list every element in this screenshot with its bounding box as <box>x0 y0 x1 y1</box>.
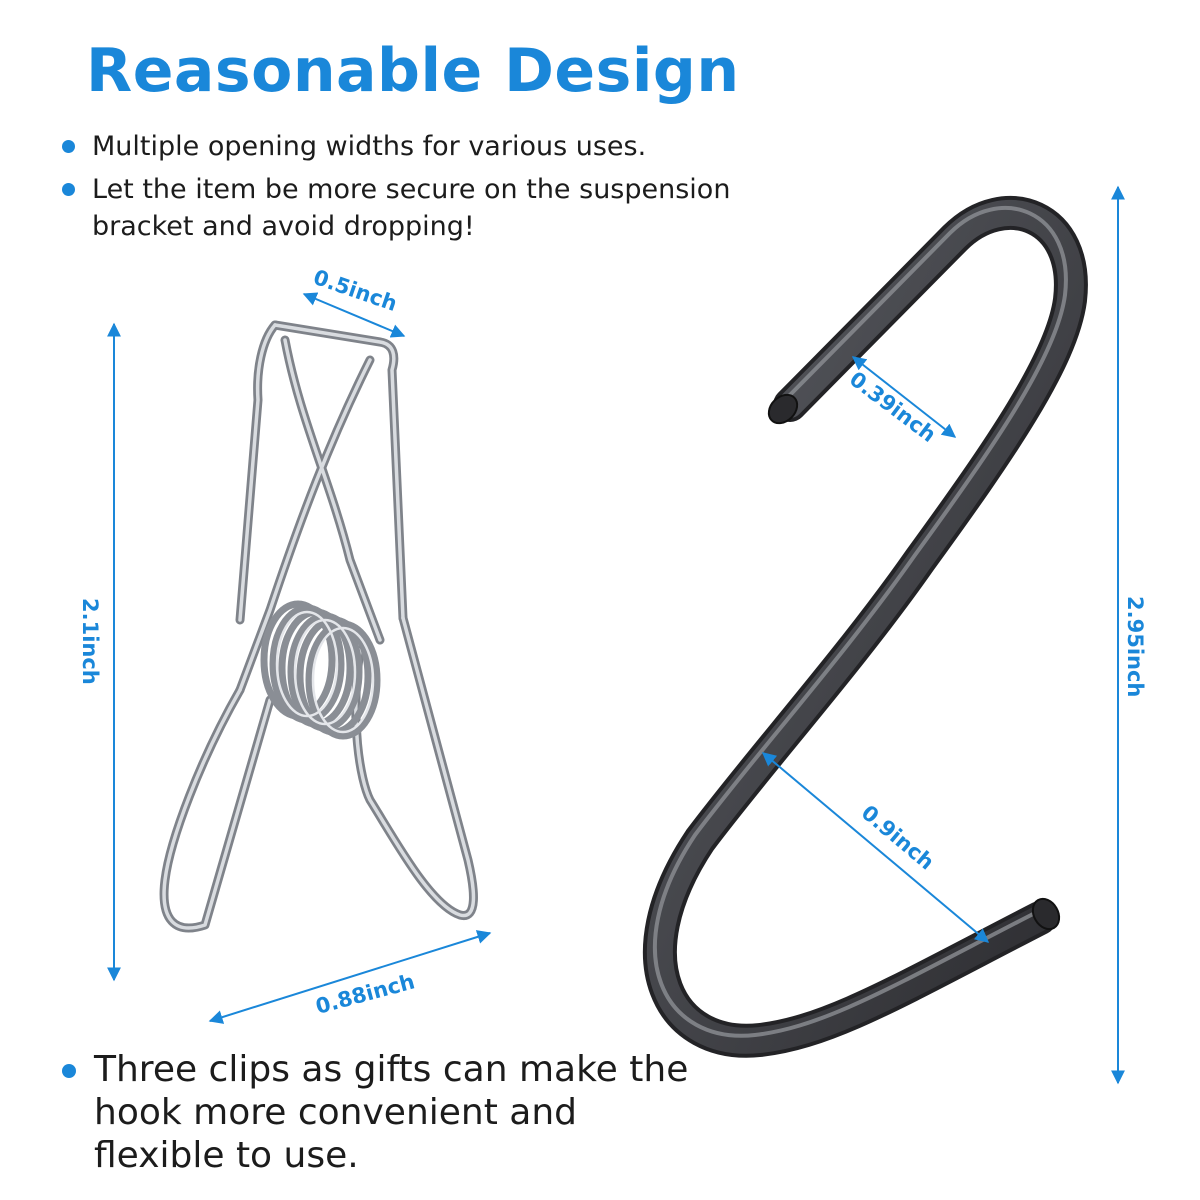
gift-note: Three clips as gifts can make the hook m… <box>60 1048 694 1177</box>
gift-note-text: Three clips as gifts can make the hook m… <box>94 1049 689 1176</box>
clip-top-width-label: 0.5inch <box>310 265 400 316</box>
feature-item: Multiple opening widths for various uses… <box>60 128 760 165</box>
hook-top-opening-label: 0.39inch <box>845 367 940 447</box>
feature-text: Multiple opening widths for various uses… <box>92 131 647 162</box>
feature-list: Multiple opening widths for various uses… <box>60 128 760 251</box>
dimension-lines <box>107 185 1125 1085</box>
bullet-dot-icon <box>62 1064 76 1078</box>
dim-line-hook-top <box>851 356 957 438</box>
bullet-dot-icon <box>62 140 75 153</box>
feature-text: Let the item be more secure on the suspe… <box>92 174 731 242</box>
hook-bottom-opening-label: 0.9inch <box>857 800 939 874</box>
feature-item: Let the item be more secure on the suspe… <box>60 171 760 245</box>
clip-spring <box>260 600 381 740</box>
page-title: Reasonable Design <box>86 36 740 106</box>
hook-height-label: 2.95inch <box>1123 596 1147 697</box>
dim-line-clip-top <box>302 292 406 338</box>
s-hook-image <box>643 196 1088 1058</box>
dim-line-clip-bottom <box>208 930 492 1024</box>
clip-bottom-width-label: 0.88inch <box>313 969 417 1018</box>
wire-clip-image <box>159 320 478 933</box>
bullet-dot-icon <box>62 183 75 196</box>
clip-height-label: 2.1inch <box>78 598 102 685</box>
dim-line-hook-bottom <box>761 752 990 943</box>
